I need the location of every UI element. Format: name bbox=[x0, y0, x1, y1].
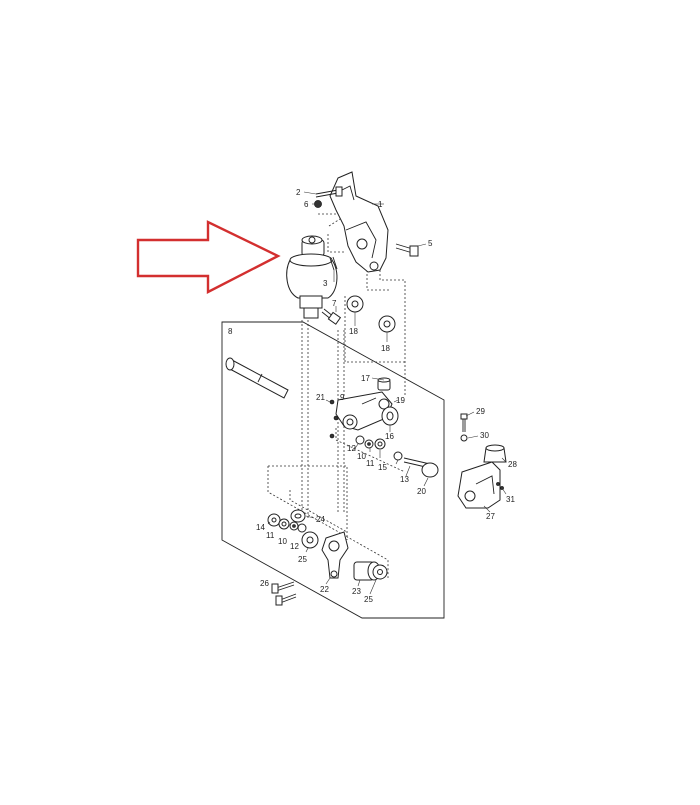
bolt-29 bbox=[460, 413, 468, 432]
trailing-arm bbox=[335, 391, 393, 431]
washer-12-lower bbox=[297, 523, 307, 533]
callout-15: 15 bbox=[378, 463, 387, 472]
washer-15 bbox=[393, 451, 403, 461]
callout-25-lower: 25 bbox=[364, 595, 373, 604]
callout-27: 27 bbox=[486, 512, 495, 521]
callout-6: 6 bbox=[304, 200, 309, 209]
callout-31: 31 bbox=[506, 495, 515, 504]
callout-labels: 2 6 1 5 3 7 18 18 8 17 21 9 19 16 12 10 … bbox=[228, 188, 517, 604]
link-arm-22 bbox=[321, 531, 349, 579]
callout-21: 21 bbox=[316, 393, 325, 402]
callout-11-upper: 11 bbox=[366, 459, 375, 468]
callout-30: 30 bbox=[480, 431, 489, 440]
callout-10-lower: 10 bbox=[278, 537, 287, 546]
highlight-arrow bbox=[136, 220, 281, 294]
washer-11-upper bbox=[374, 438, 386, 450]
callout-13: 13 bbox=[400, 475, 409, 484]
bolt-7 bbox=[321, 308, 342, 325]
washer-18-upper bbox=[346, 295, 364, 313]
bushing-16 bbox=[381, 406, 399, 426]
callout-23: 23 bbox=[352, 587, 361, 596]
callout-10-upper: 10 bbox=[357, 452, 366, 461]
callout-24: 24 bbox=[316, 515, 325, 524]
air-spring bbox=[286, 235, 338, 319]
stud-3 bbox=[329, 256, 338, 271]
callout-20: 20 bbox=[417, 487, 426, 496]
buffer-28 bbox=[483, 444, 507, 463]
washer-10-upper bbox=[364, 439, 374, 449]
callout-9: 9 bbox=[340, 393, 345, 402]
washer-18-lower bbox=[378, 315, 396, 333]
upper-bracket bbox=[329, 171, 389, 273]
callout-11-lower: 11 bbox=[266, 531, 275, 540]
callout-26: 26 bbox=[260, 579, 269, 588]
bolt-21 bbox=[329, 399, 339, 439]
bracket-27 bbox=[457, 461, 501, 509]
callout-28: 28 bbox=[508, 460, 517, 469]
subassembly-frame bbox=[221, 321, 445, 619]
bolt-26 bbox=[271, 581, 297, 606]
bolt-5 bbox=[395, 243, 419, 257]
washer-10-lower bbox=[289, 521, 299, 531]
callout-8: 8 bbox=[228, 327, 233, 336]
callout-18-lower: 18 bbox=[381, 344, 390, 353]
callout-12-upper: 12 bbox=[347, 444, 356, 453]
callout-18-upper: 18 bbox=[349, 327, 358, 336]
callout-5: 5 bbox=[428, 239, 433, 248]
callout-7: 7 bbox=[332, 299, 337, 308]
callout-3: 3 bbox=[323, 279, 328, 288]
callout-14: 14 bbox=[256, 523, 265, 532]
washer-30 bbox=[460, 434, 468, 442]
cap-20 bbox=[421, 462, 439, 478]
callout-19: 19 bbox=[396, 396, 405, 405]
leader-lines bbox=[267, 191, 507, 595]
washer-12-upper bbox=[355, 435, 365, 445]
washer-11-lower bbox=[278, 518, 290, 530]
washer-25-lower bbox=[372, 564, 388, 580]
callout-17: 17 bbox=[361, 374, 370, 383]
callout-16: 16 bbox=[385, 432, 394, 441]
long-pin bbox=[225, 357, 289, 399]
callout-25-upper: 25 bbox=[298, 555, 307, 564]
callout-2: 2 bbox=[296, 188, 301, 197]
washer-14 bbox=[267, 513, 281, 527]
callout-12-lower: 12 bbox=[290, 542, 299, 551]
bolt-2 bbox=[315, 186, 343, 198]
callout-22: 22 bbox=[320, 585, 329, 594]
bushing-24 bbox=[290, 509, 306, 523]
callout-29: 29 bbox=[476, 407, 485, 416]
washer-25-upper bbox=[301, 531, 319, 549]
callout-1: 1 bbox=[378, 200, 383, 209]
assembly-guide-lines bbox=[267, 206, 406, 578]
